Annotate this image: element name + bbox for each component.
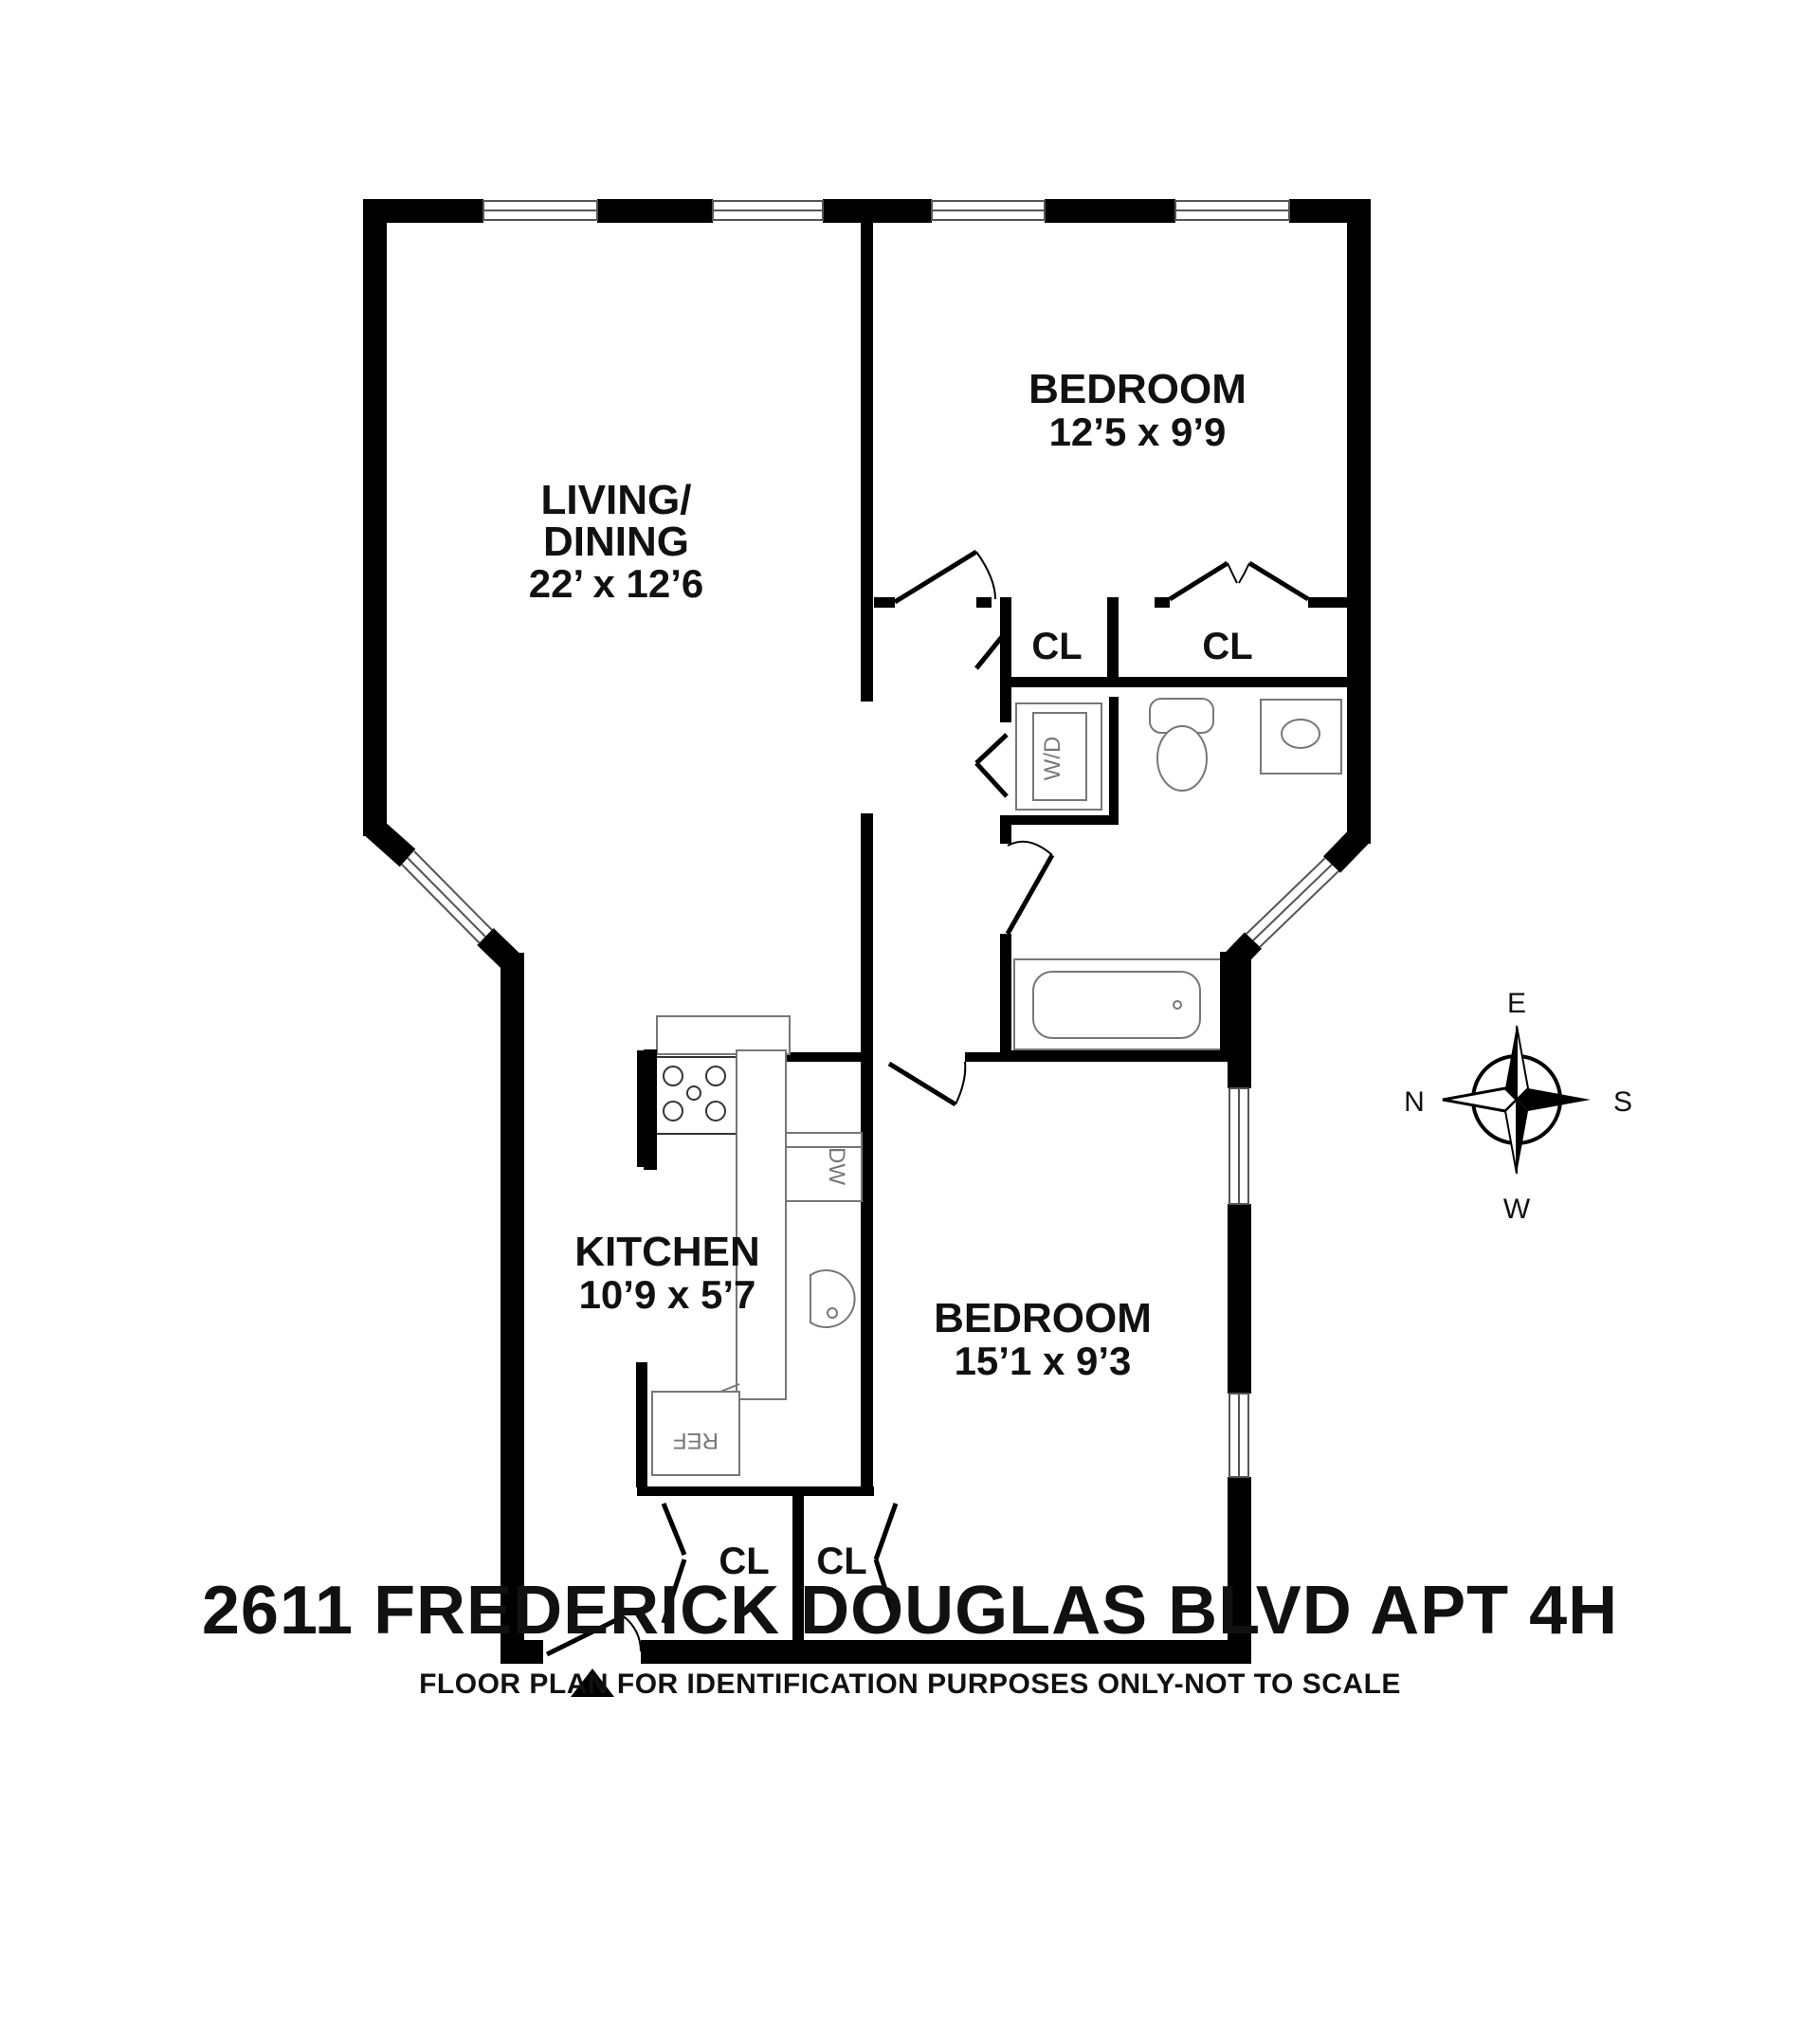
address-title: 2611 FREDERICK DOUGLAS BLVD APT 4H [201, 1573, 1619, 1649]
dishwasher-label: DW [824, 1147, 849, 1185]
bedroom2-dims: 15’1 x 9’3 [955, 1339, 1132, 1383]
compass-rose-icon [1442, 1025, 1591, 1175]
bath-fixtures [1013, 698, 1342, 1061]
dishwasher-icon [785, 1132, 863, 1202]
closet-label-4: CL [816, 1541, 866, 1582]
refrigerator-label: REF [673, 1428, 719, 1453]
exterior-walls [363, 199, 1371, 1664]
living-dims: 22’ x 12’6 [529, 561, 704, 606]
closet-label-1: CL [1031, 626, 1082, 667]
living-name-2: DINING [543, 519, 689, 565]
washer-dryer-label: W/D [1040, 737, 1065, 781]
entry-arrow-icon [571, 1668, 614, 1697]
closet-label-3: CL [719, 1541, 769, 1582]
plan-disclaimer: FLOOR PLAN FOR IDENTIFICATION PURPOSES O… [419, 1668, 1401, 1700]
bedroom1-name: BEDROOM [1028, 366, 1247, 412]
sink-icon [810, 1269, 856, 1328]
counter-right [736, 1049, 787, 1400]
kitchen-fixtures [636, 1015, 863, 1487]
toilet-bowl [1156, 725, 1208, 792]
kitchen-dims: 10’9 x 5’7 [579, 1272, 756, 1317]
living-name-1: LIVING/ [541, 477, 692, 523]
doors [545, 549, 1310, 1657]
compass-south: S [1613, 1086, 1632, 1118]
bay-walls [364, 817, 1370, 974]
closet-label-2: CL [1202, 626, 1252, 667]
refrigerator-icon [651, 1391, 740, 1476]
bedroom1-dims: 12’5 x 9’9 [1049, 410, 1227, 454]
compass-west: W [1503, 1194, 1531, 1225]
kitchen-name: KITCHEN [574, 1229, 760, 1275]
windows [401, 200, 1339, 1478]
counter-top [656, 1015, 791, 1055]
room-labels: LIVING/ DINING 22’ x 12’6 BEDROOM 12’5 x… [529, 366, 1253, 1582]
bedroom2-name: BEDROOM [934, 1295, 1152, 1341]
compass-north: N [1404, 1086, 1425, 1118]
compass-east: E [1507, 988, 1526, 1019]
